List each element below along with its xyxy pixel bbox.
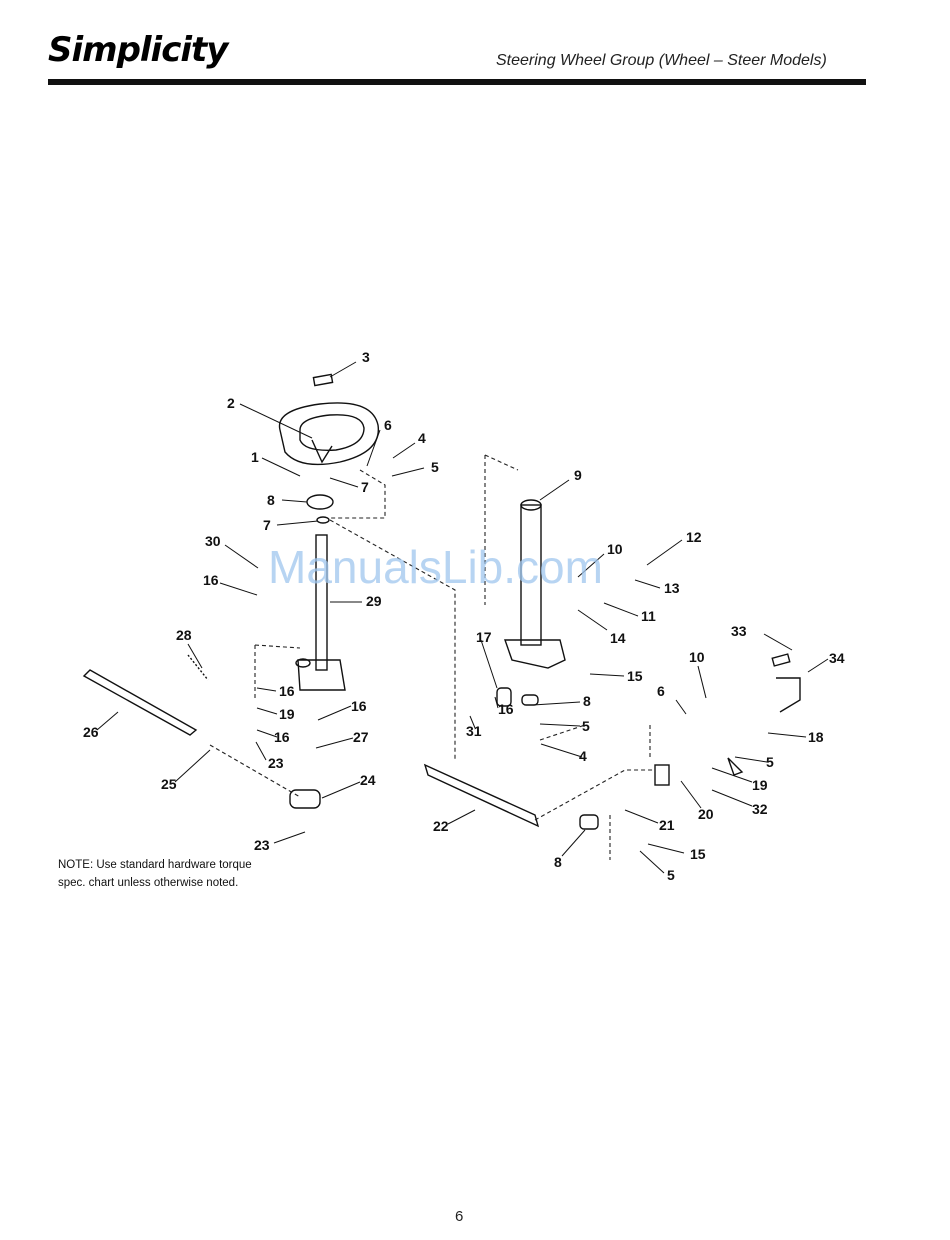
callout: 6 <box>657 683 665 699</box>
callout: 2 <box>227 395 235 411</box>
callout: 7 <box>263 517 271 533</box>
callout: 5 <box>766 754 774 770</box>
steering-wheel <box>280 374 379 464</box>
callout: 34 <box>829 650 845 666</box>
hardware-note: NOTE: Use standard hardware torque spec.… <box>58 856 268 892</box>
callout: 11 <box>641 608 656 624</box>
callout: 8 <box>267 492 275 508</box>
callout: 25 <box>161 776 177 792</box>
callout: 29 <box>366 593 382 609</box>
callout: 17 <box>476 629 492 645</box>
callout: 9 <box>574 467 582 483</box>
callout: 16 <box>351 698 367 714</box>
page-number: 6 <box>455 1208 463 1225</box>
callout: 8 <box>554 854 562 870</box>
callout: 14 <box>610 630 626 646</box>
callout: 7 <box>361 479 369 495</box>
callout: 4 <box>418 430 426 446</box>
callout: 6 <box>384 417 392 433</box>
callout: 30 <box>205 533 221 549</box>
callout: 10 <box>607 541 623 557</box>
callout: 5 <box>667 867 675 883</box>
callout: 5 <box>582 718 590 734</box>
callout: 18 <box>808 729 824 745</box>
callout: 22 <box>433 818 449 834</box>
leader-lines <box>97 362 828 873</box>
callout: 28 <box>176 627 192 643</box>
callout: 23 <box>268 755 284 771</box>
tie-rod-left <box>84 655 208 735</box>
callout: 21 <box>659 817 675 833</box>
callout: 13 <box>664 580 680 596</box>
callout: 19 <box>279 706 295 722</box>
callout: 26 <box>83 724 99 740</box>
callout: 23 <box>254 837 270 853</box>
callout: 32 <box>752 801 768 817</box>
callout: 3 <box>362 349 370 365</box>
callout: 12 <box>686 529 702 545</box>
callout: 27 <box>353 729 369 745</box>
callout: 8 <box>583 693 591 709</box>
callout: 1 <box>251 449 259 465</box>
callout: 16 <box>274 729 290 745</box>
callout: 4 <box>579 748 587 764</box>
callout: 15 <box>690 846 706 862</box>
callout: 20 <box>698 806 714 822</box>
watermark: ManualsLib.com <box>268 540 603 594</box>
drag-link <box>425 765 538 826</box>
callout: 31 <box>466 723 482 739</box>
callout: 19 <box>752 777 768 793</box>
callout: 5 <box>431 459 439 475</box>
callout: 16 <box>498 701 514 717</box>
callout-labels: 3 2 6 4 1 5 7 8 7 9 10 12 13 30 11 16 29… <box>83 349 845 883</box>
callout: 16 <box>279 683 295 699</box>
callout: 10 <box>689 649 705 665</box>
callout: 16 <box>203 572 219 588</box>
callout: 33 <box>731 623 747 639</box>
callout: 24 <box>360 772 376 788</box>
assembly-dashed-lines <box>210 455 655 860</box>
callout: 15 <box>627 668 643 684</box>
